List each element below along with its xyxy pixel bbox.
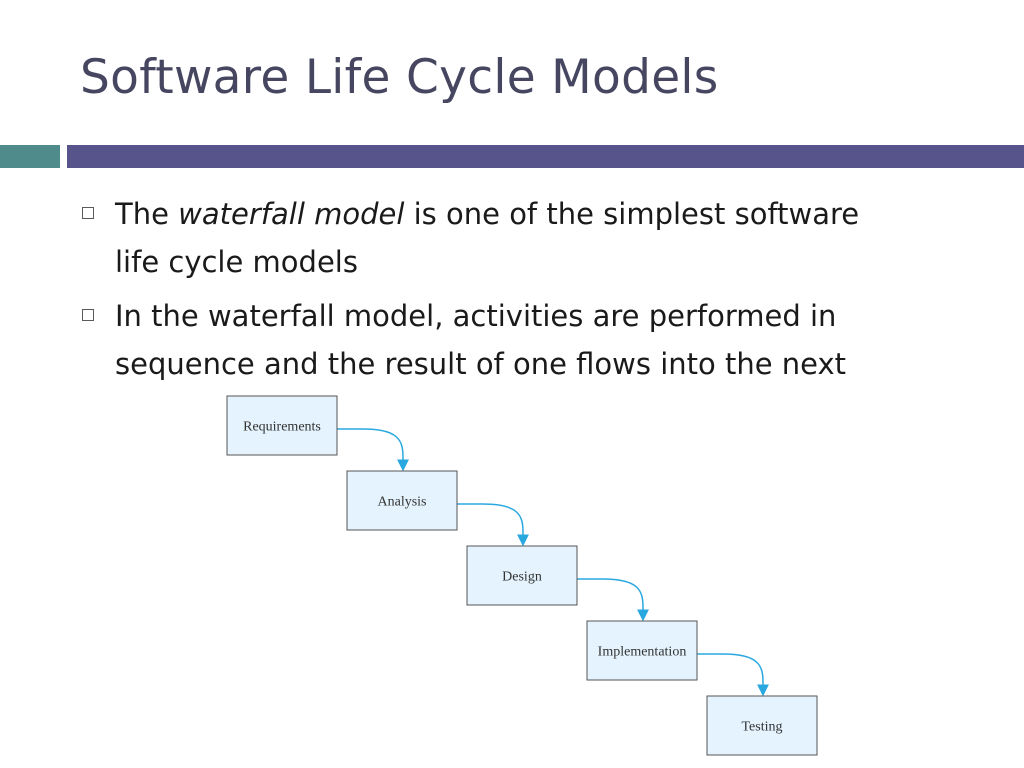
stage-box-testing: Testing: [706, 695, 818, 756]
bullet-item-waterfall: The waterfall model is one of the simple…: [80, 190, 980, 286]
flow-arrow: [577, 578, 649, 622]
flow-arrows: [337, 428, 769, 697]
stage-label-implementation: Implementation: [598, 645, 687, 660]
stage-label-testing: Testing: [741, 720, 782, 735]
stage-label-design: Design: [502, 570, 542, 585]
stage-boxes: RequirementsAnalysisDesignImplementation…: [226, 395, 818, 756]
bullet-line: life cycle models: [115, 245, 358, 279]
flow-arrow: [457, 503, 529, 547]
flow-arrow: [337, 428, 409, 472]
bullet-line: The waterfall model is one of the simple…: [115, 190, 980, 238]
bullet-line: sequence and the result of one flows int…: [115, 347, 847, 381]
bullet-item-sequence: In the waterfall model, activities are p…: [80, 292, 980, 388]
title-accent-bar-purple: [67, 145, 1024, 168]
bullet-square-icon: [82, 207, 94, 219]
slide-title: Software Life Cycle Models: [80, 50, 719, 105]
stage-box-implementation: Implementation: [586, 620, 698, 681]
stage-box-design: Design: [466, 545, 578, 606]
bullet-list: The waterfall model is one of the simple…: [80, 190, 980, 394]
stage-box-rect: [586, 620, 698, 681]
stage-box-rect: [226, 395, 338, 456]
stage-box-analysis: Analysis: [346, 470, 458, 531]
stage-box-requirements: Requirements: [226, 395, 338, 456]
bullet-text: is one of the simplest software: [404, 197, 860, 231]
title-accent-bar-teal: [0, 145, 60, 168]
bullet-text: The: [115, 197, 179, 231]
stage-label-analysis: Analysis: [378, 495, 427, 510]
bullet-square-icon: [82, 309, 94, 321]
stage-box-rect: [706, 695, 818, 756]
stage-box-rect: [346, 470, 458, 531]
bullet-emphasis: waterfall model: [178, 197, 405, 231]
flow-arrow: [697, 653, 769, 697]
stage-label-requirements: Requirements: [243, 420, 321, 435]
bullet-line: In the waterfall model, activities are p…: [115, 299, 837, 333]
stage-box-rect: [466, 545, 578, 606]
